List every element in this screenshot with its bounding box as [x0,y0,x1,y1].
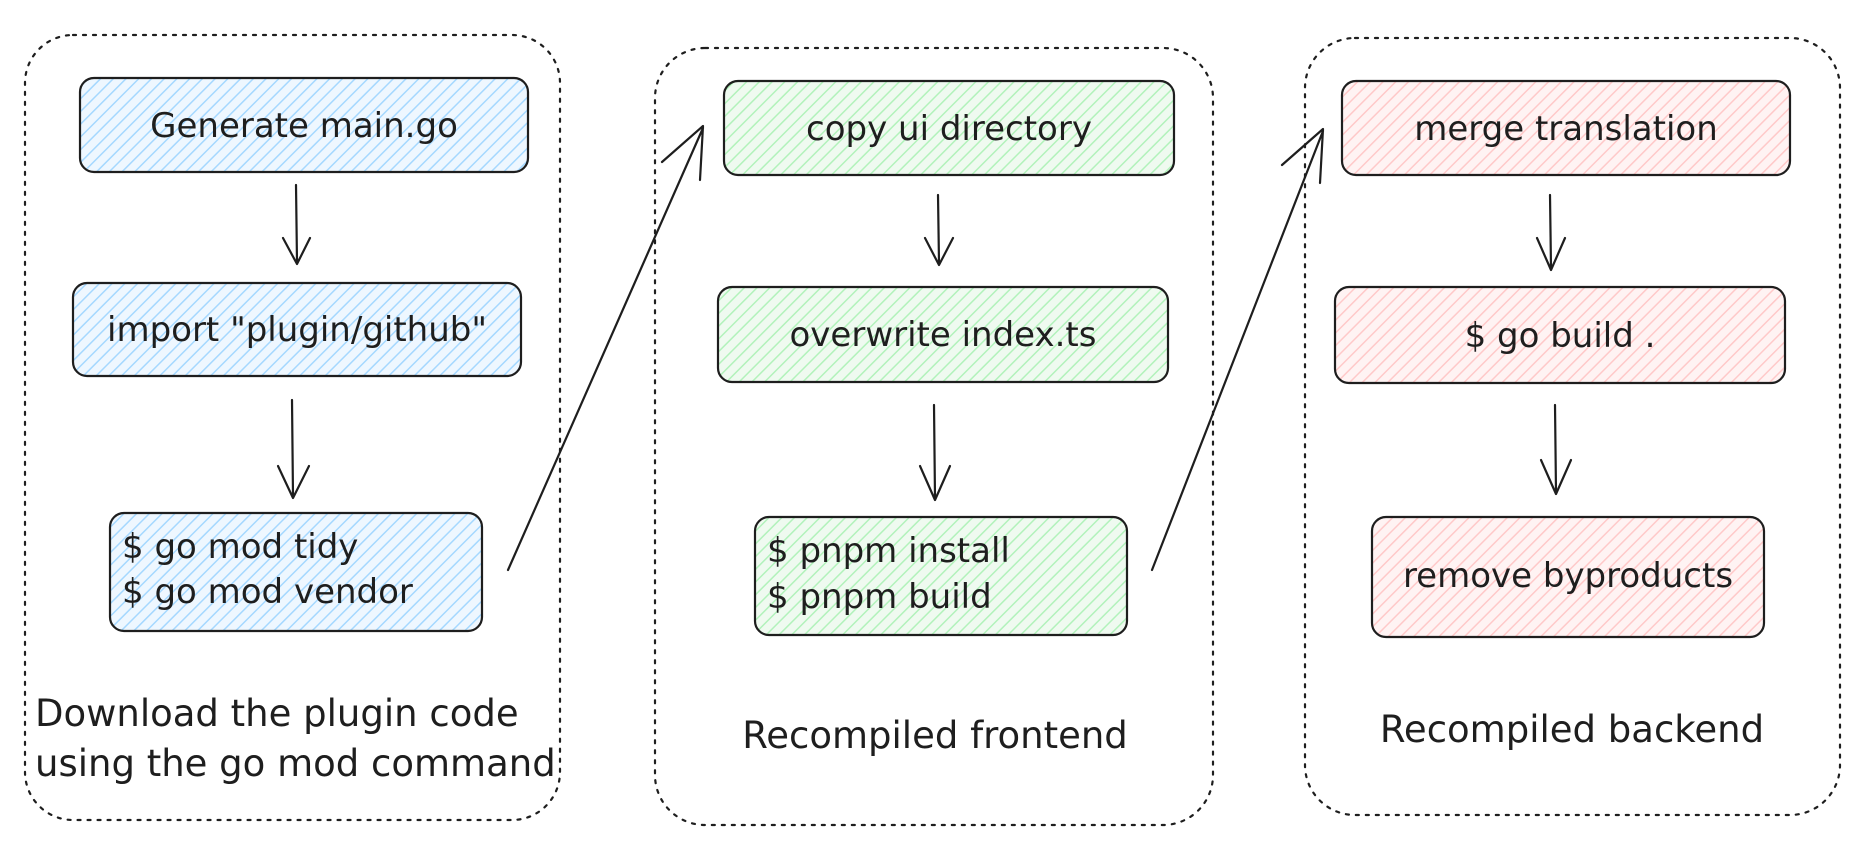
arrow-copy-to-overwrite [923,193,955,267]
arrow-generate-to-import [281,183,312,266]
node-remove-byproducts-box [1370,515,1766,639]
caption-download-line-2: using the go mod command [35,742,556,785]
arrow-download-to-frontend [506,124,705,572]
caption-backend: Recompiled backend [1380,708,1764,751]
node-go-mod-vendor-label: $ go mod vendor [122,572,413,612]
node-go-mod-commands: $ go mod tidy $ go mod vendor [108,511,484,633]
node-remove-byproducts: remove byproducts [1370,515,1766,639]
node-generate-main-go-box [78,76,530,174]
node-go-build-box [1333,285,1787,385]
caption-download-line-1: Download the plugin code [35,692,519,735]
node-copy-ui-directory: copy ui directory [722,79,1176,177]
node-merge-translation-label: merge translation [1414,109,1718,149]
node-generate-main-go: Generate main.go [78,76,530,174]
node-copy-ui-directory-label: copy ui directory [806,109,1092,149]
arrow-gobuild-to-remove [1539,403,1573,496]
node-overwrite-index-label: overwrite index.ts [790,315,1097,355]
arrow-merge-to-gobuild [1535,193,1567,272]
node-overwrite-index-box [716,285,1170,384]
group-frontend-frame [653,46,1215,827]
arrow-overwrite-to-pnpm [918,403,952,502]
group-recompiled-frontend: copy ui directory overwrite index.ts $ p… [653,46,1215,827]
arrow-frontend-to-backend [1150,127,1325,572]
node-import-plugin-box [71,281,523,378]
node-pnpm-install-label: $ pnpm install [767,531,1010,571]
node-import-plugin: import "plugin/github" [71,281,523,378]
group-download-frame [23,33,562,822]
node-import-plugin-label: import "plugin/github" [107,310,487,350]
node-generate-main-go-label: Generate main.go [150,106,458,146]
node-go-build: $ go build . [1333,285,1787,385]
node-merge-translation: merge translation [1340,79,1792,177]
node-remove-byproducts-label: remove byproducts [1403,556,1733,596]
node-copy-ui-directory-box [722,79,1176,177]
node-pnpm-commands: $ pnpm install $ pnpm build [753,515,1129,637]
node-go-mod-commands-box [108,511,484,633]
group-backend-frame [1303,36,1842,817]
node-go-mod-tidy-label: $ go mod tidy [122,527,358,567]
group-download-plugin: Generate main.go import "plugin/github" … [23,33,562,822]
node-go-build-label: $ go build . [1465,316,1656,356]
arrow-import-to-gomod [276,398,311,500]
caption-frontend: Recompiled frontend [742,714,1128,757]
node-pnpm-build-label: $ pnpm build [767,577,992,617]
node-merge-translation-box [1340,79,1792,177]
group-recompiled-backend: merge translation $ go build . remove by… [1303,36,1842,817]
node-overwrite-index: overwrite index.ts [716,285,1170,384]
node-pnpm-commands-box [753,515,1129,637]
